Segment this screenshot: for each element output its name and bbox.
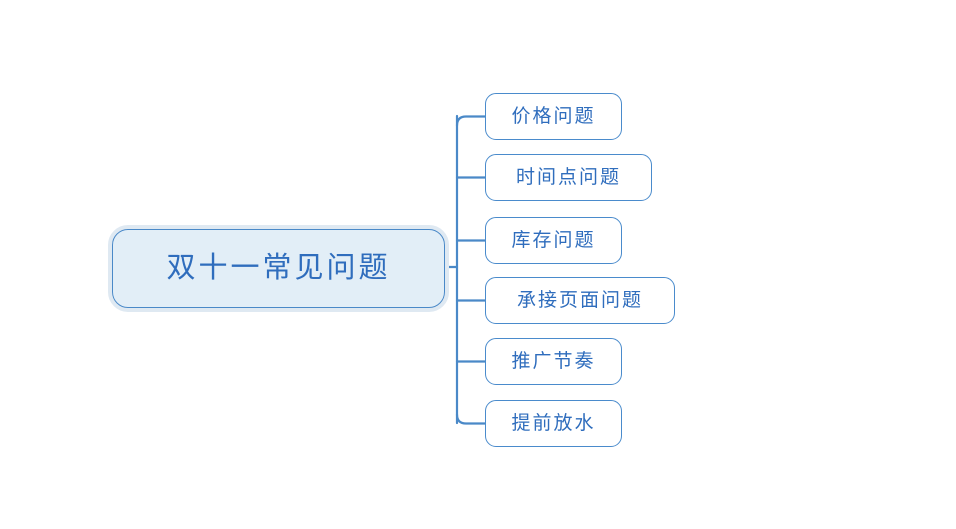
branch-node-1[interactable]: 价格问题: [485, 93, 622, 140]
root-node-halo: [108, 225, 449, 312]
branch-node-label: 承接页面问题: [516, 290, 643, 311]
branch-node-label: 时间点问题: [515, 167, 621, 188]
branch-node-2[interactable]: 时间点问题: [485, 154, 652, 201]
connector-branch-6: [455, 413, 487, 425]
root-node-label: 双十一常见问题: [166, 252, 391, 284]
connector-branch-1: [455, 115, 487, 127]
branch-node-label: 库存问题: [511, 230, 596, 251]
root-node[interactable]: 双十一常见问题: [112, 229, 445, 308]
branch-node-3[interactable]: 库存问题: [485, 217, 622, 264]
branch-node-label: 价格问题: [511, 106, 596, 127]
branch-node-label: 提前放水: [511, 413, 596, 434]
branch-node-label: 推广节奏: [511, 351, 596, 372]
branch-node-5[interactable]: 推广节奏: [485, 338, 622, 385]
branch-node-4[interactable]: 承接页面问题: [485, 277, 675, 324]
branch-node-6[interactable]: 提前放水: [485, 400, 622, 447]
